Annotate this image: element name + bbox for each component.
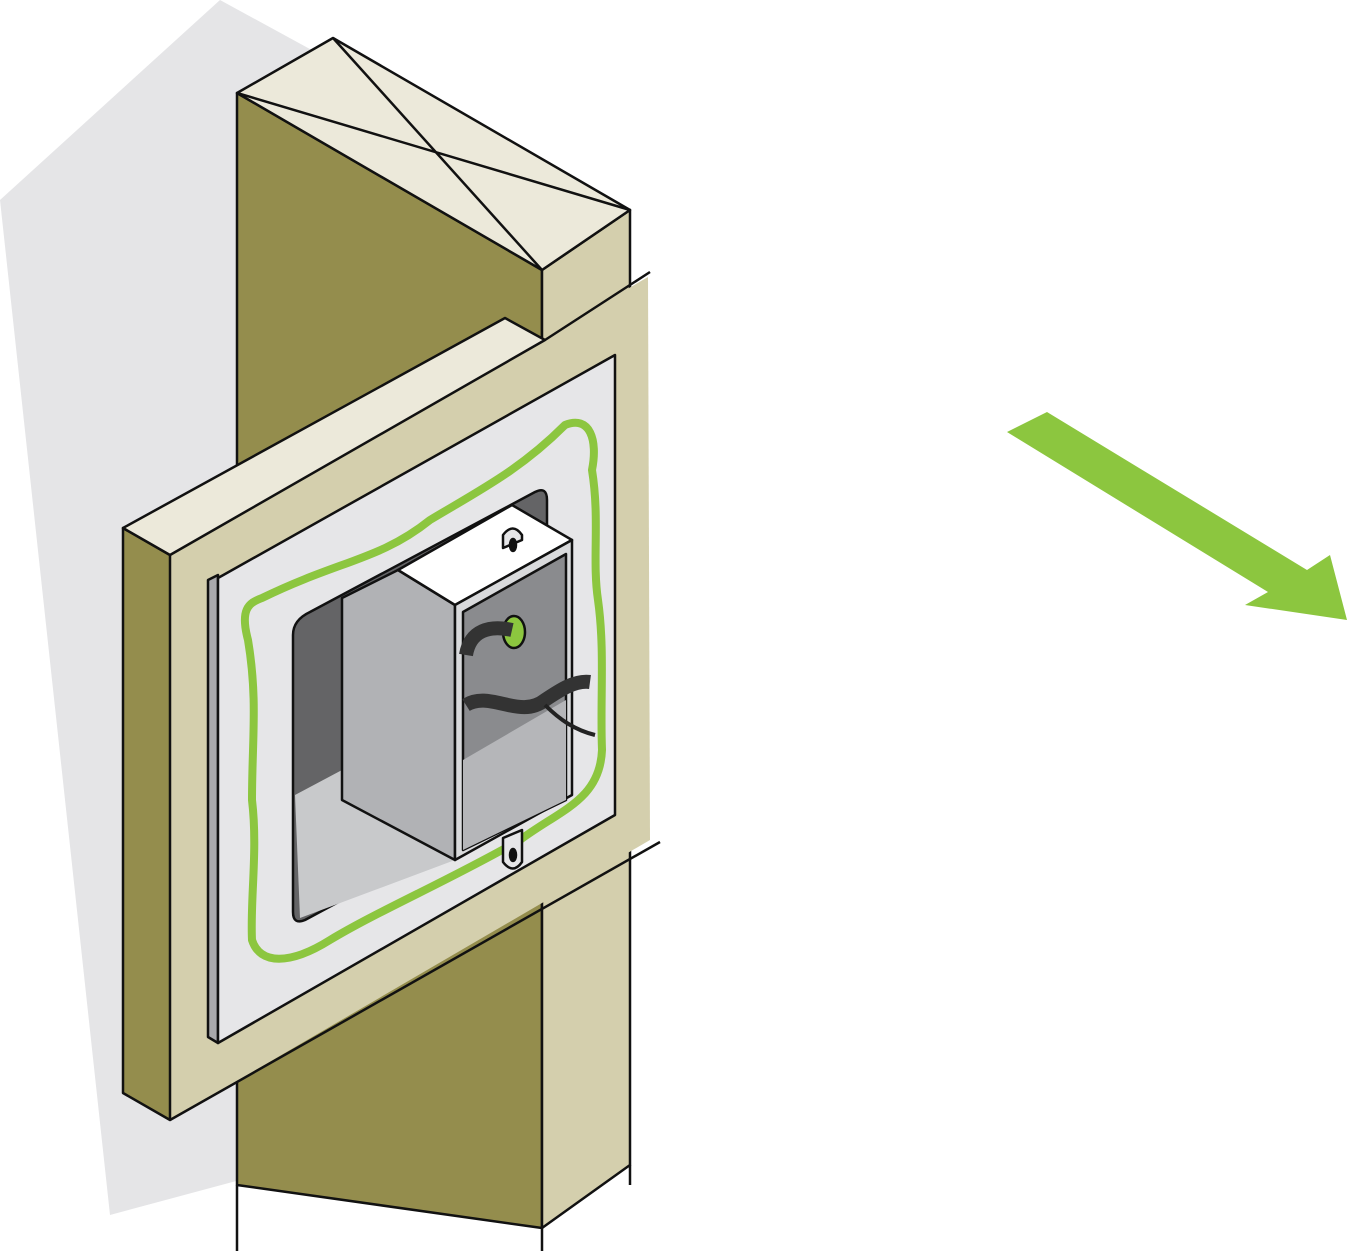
drywall-top-edge [121, 316, 547, 557]
cable-lower [462, 674, 591, 715]
sealant-bead [240, 418, 606, 963]
cable-upper [459, 621, 514, 657]
cutout-floor [295, 770, 455, 918]
plate-edge [206, 573, 220, 1045]
box-interior-floor [463, 700, 566, 850]
electrical-box [340, 503, 596, 870]
drywall-edge [121, 526, 172, 1122]
direction-arrow-icon [1007, 412, 1347, 620]
